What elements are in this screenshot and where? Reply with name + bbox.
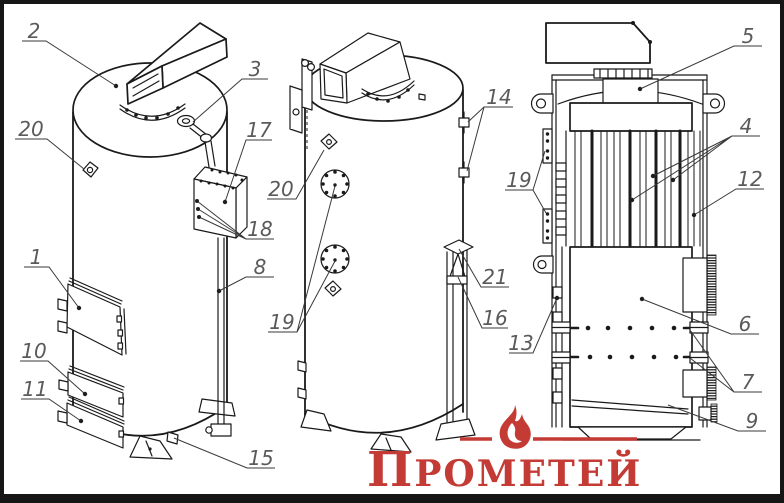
- svg-text:21: 21: [482, 265, 507, 289]
- valve-fitting: [176, 114, 216, 168]
- callout-18: 18: [195, 199, 274, 241]
- svg-text:1: 1: [30, 245, 43, 269]
- svg-text:7: 7: [742, 370, 755, 394]
- svg-text:16: 16: [482, 306, 507, 330]
- svg-text:8: 8: [254, 255, 267, 279]
- svg-text:19: 19: [506, 168, 531, 192]
- callout-20-left: 20: [15, 117, 85, 170]
- deck-hole: [418, 93, 426, 101]
- svg-text:10: 10: [21, 339, 46, 363]
- callout-21: 21: [458, 248, 509, 289]
- callout-17: 17: [222, 118, 272, 205]
- callout-16: 16: [457, 276, 508, 330]
- ash-door-lower: [57, 396, 125, 449]
- svg-text:19: 19: [269, 310, 294, 334]
- middle-view: [289, 32, 476, 453]
- callout-7: 7: [689, 329, 762, 394]
- callout-13: 13: [508, 295, 560, 355]
- left-view: [57, 22, 248, 460]
- brand-name: Прометей: [367, 442, 643, 498]
- callout-12: 12: [691, 167, 764, 218]
- section-view: [530, 21, 726, 441]
- support-foot: [370, 433, 412, 453]
- side-bracket: [458, 111, 470, 184]
- svg-text:20: 20: [268, 177, 293, 201]
- mounting-lug: [324, 280, 342, 297]
- svg-text:5: 5: [742, 24, 755, 48]
- smoke-box: [602, 78, 659, 105]
- flue-outlet-duct: [545, 21, 653, 79]
- callout-20-middle: 20: [267, 149, 325, 201]
- heat-exchanger-tubes: [574, 129, 701, 248]
- callout-8: 8: [216, 255, 274, 294]
- ash-door-upper: [58, 365, 125, 418]
- svg-text:4: 4: [740, 114, 753, 138]
- drain-pipe: [205, 237, 232, 437]
- callout-3: 3: [192, 57, 268, 123]
- callout-5: 5: [637, 24, 762, 92]
- ash-box: [698, 403, 718, 423]
- flue-duct-opening: [319, 32, 426, 104]
- svg-text:13: 13: [508, 331, 533, 355]
- connection-flange-upper: [542, 128, 553, 164]
- water-jacket-left: [555, 130, 567, 247]
- callout-19-middle: 19: [268, 183, 337, 334]
- callout-1: 1: [24, 245, 82, 311]
- svg-text:2: 2: [28, 19, 41, 43]
- svg-text:3: 3: [249, 57, 262, 81]
- bottom-bar: [0, 494, 784, 503]
- firebox: [551, 246, 709, 428]
- flame-icon: [499, 405, 531, 449]
- brand-logo-graphics: [460, 405, 637, 449]
- support-foot: [300, 409, 332, 432]
- mounting-lug: [320, 133, 338, 150]
- callout-6: 6: [639, 296, 759, 336]
- svg-text:12: 12: [737, 167, 762, 191]
- foot-clamp: [166, 431, 179, 445]
- upper-header: [569, 102, 693, 132]
- section-door-lower: [682, 366, 717, 401]
- side-tab: [297, 360, 307, 373]
- svg-text:20: 20: [18, 117, 43, 141]
- support-foot: [129, 435, 173, 460]
- callout-15: 15: [173, 437, 275, 470]
- connection-flange-lower: [542, 208, 553, 244]
- lifting-lug-lower: [532, 255, 554, 274]
- mounting-lug: [82, 161, 99, 178]
- lifting-lug-left: [530, 93, 554, 114]
- callout-11: 11: [21, 377, 84, 424]
- loading-door: [57, 277, 127, 356]
- callout-2: 2: [22, 19, 119, 89]
- section-door-upper: [682, 254, 717, 316]
- lifting-lug-right: [702, 93, 726, 114]
- hinge-bracket: [289, 58, 316, 150]
- callout-10: 10: [20, 339, 88, 397]
- svg-text:15: 15: [248, 446, 273, 470]
- svg-text:17: 17: [246, 118, 272, 142]
- svg-text:9: 9: [746, 409, 759, 433]
- chimney-duct: [119, 22, 228, 121]
- side-tab: [297, 387, 307, 400]
- callout-9: 9: [667, 404, 766, 433]
- callouts: 2 20 3 17 18 1 10 11: [15, 19, 766, 470]
- support-foot: [198, 398, 236, 417]
- callout-4: 4: [629, 114, 760, 203]
- callout-19-right: 19: [505, 150, 547, 214]
- svg-text:14: 14: [486, 85, 511, 109]
- svg-text:18: 18: [247, 217, 272, 241]
- svg-text:11: 11: [22, 377, 47, 401]
- air-channel: [435, 239, 476, 441]
- svg-text:6: 6: [739, 312, 752, 336]
- callout-14: 14: [466, 85, 513, 172]
